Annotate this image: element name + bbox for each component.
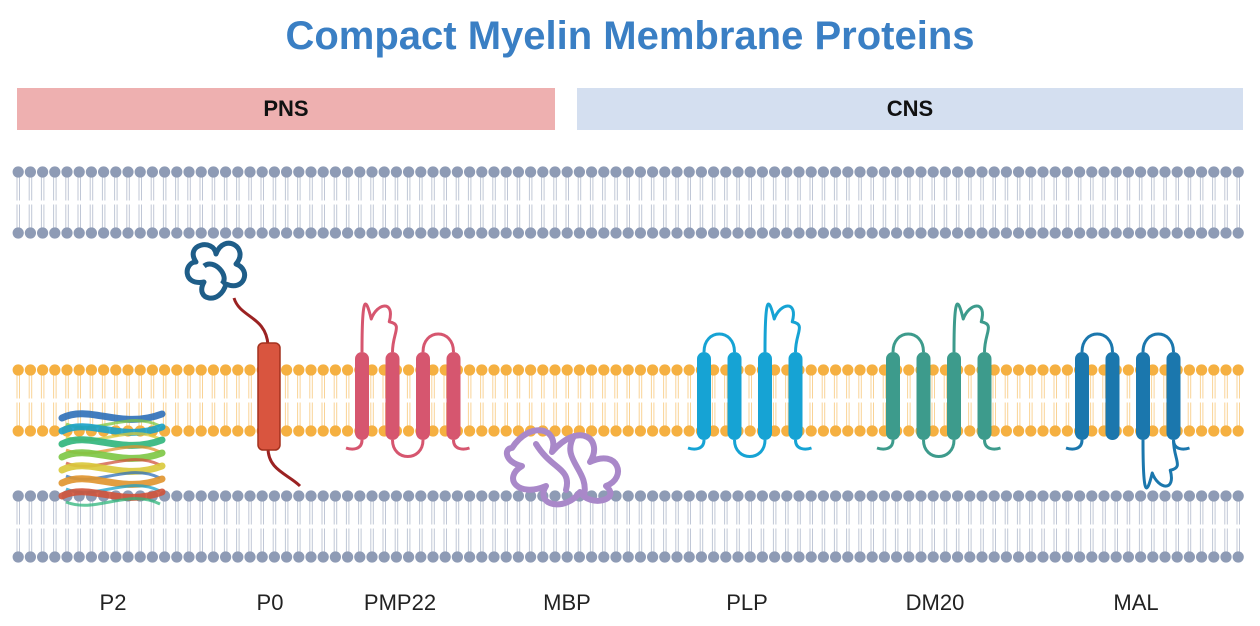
pns-region-band: PNS — [17, 88, 555, 130]
axon-bilayer-middle — [12, 364, 1244, 437]
pmp22-structure — [345, 302, 470, 458]
cns-label: CNS — [886, 96, 934, 121]
label-mal: MAL — [1113, 590, 1159, 615]
myelin-bilayer-bottom — [12, 490, 1244, 563]
label-mbp: MBP — [543, 590, 591, 615]
myelin-bilayer-top — [12, 166, 1244, 239]
cns-region-band: CNS — [577, 88, 1243, 130]
plp-structure — [687, 302, 812, 458]
label-plp: PLP — [726, 590, 768, 615]
protein-structures — [58, 240, 1190, 508]
p2-structure — [58, 410, 166, 507]
dm20-structure — [876, 302, 1001, 458]
label-dm20: DM20 — [905, 590, 965, 615]
diagram-title: Compact Myelin Membrane Proteins — [285, 14, 975, 58]
label-pmp22: PMP22 — [363, 590, 437, 615]
mal-structure — [1065, 332, 1190, 490]
lipid-bilayers — [12, 166, 1244, 563]
label-p0: P0 — [256, 590, 284, 615]
pns-label: PNS — [263, 96, 309, 121]
p0-structure — [184, 240, 302, 488]
mbp-structure — [503, 427, 621, 508]
label-p2: P2 — [99, 590, 127, 615]
